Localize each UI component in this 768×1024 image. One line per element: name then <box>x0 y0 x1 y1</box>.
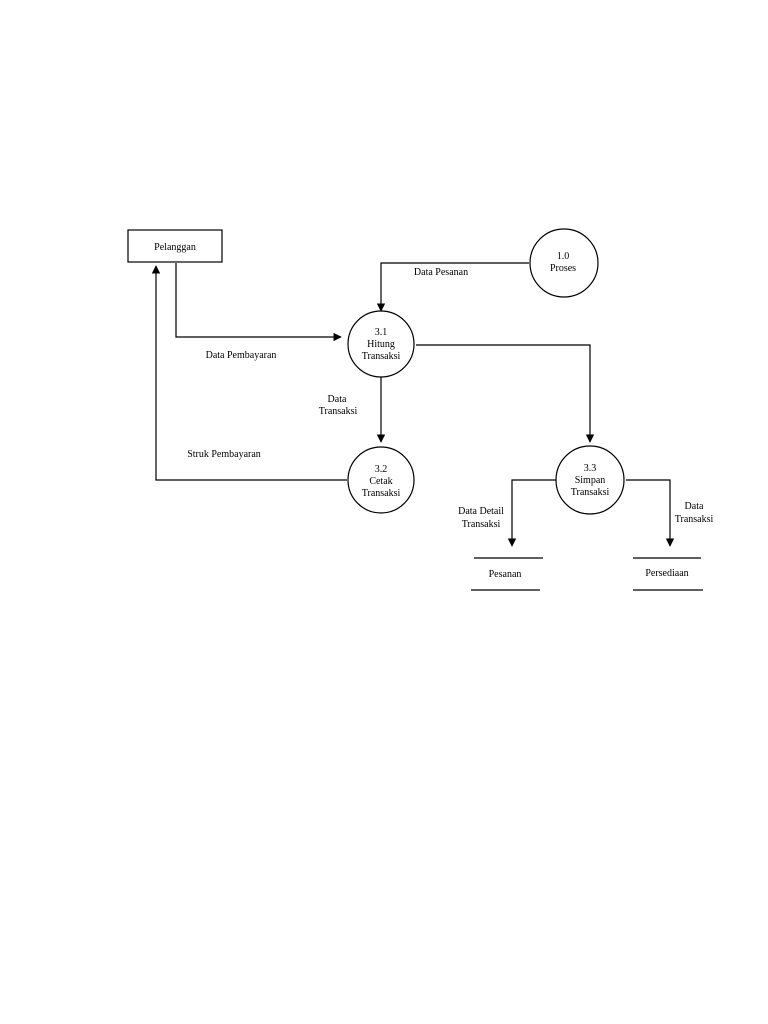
process-name: Cetak <box>369 476 392 487</box>
process-circle <box>347 446 415 514</box>
entity-pelanggan: Pelanggan <box>127 229 223 263</box>
flow-label-data-transaksi-persediaan: Transaksi <box>675 514 714 525</box>
process-circle <box>529 228 599 298</box>
flow-data-pesanan <box>376 262 529 312</box>
flow-label-data-transaksi-persediaan: Data <box>685 501 704 512</box>
process-name: Transaksi <box>362 488 401 499</box>
process-3-3: 3.3 Simpan Transaksi <box>555 445 625 515</box>
flow-data-detail-transaksi <box>507 479 557 547</box>
process-name: Transaksi <box>571 487 610 498</box>
process-name: Transaksi <box>362 351 401 362</box>
store-pesanan: Pesanan <box>471 557 543 591</box>
process-number: 3.1 <box>375 327 388 338</box>
process-3-2: 3.2 Cetak Transaksi <box>347 446 415 514</box>
store-label: Persediaan <box>645 568 688 579</box>
process-name: Proses <box>550 263 576 274</box>
entity-box <box>127 229 223 263</box>
flow-label-data-detail-transaksi: Transaksi <box>462 519 501 530</box>
flow-struk-pembayaran <box>151 265 347 481</box>
process-3-1: 3.1 Hitung Transaksi <box>347 310 415 378</box>
store-persediaan: Persediaan <box>633 557 703 591</box>
process-circle <box>347 310 415 378</box>
process-circle <box>555 445 625 515</box>
process-number: 1.0 <box>557 251 570 262</box>
process-1-0: 1.0 Proses <box>529 228 599 298</box>
flow-label-struk-pembayaran: Struk Pembayaran <box>187 449 261 460</box>
process-name: Simpan <box>575 475 606 486</box>
process-number: 3.2 <box>375 464 388 475</box>
flow-31-to-33 <box>416 344 595 443</box>
flow-data-pembayaran <box>175 263 342 342</box>
process-number: 3.3 <box>584 463 597 474</box>
process-name: Hitung <box>367 339 395 350</box>
flow-label-data-pesanan: Data Pesanan <box>414 267 468 278</box>
entity-label: Pelanggan <box>154 242 196 253</box>
flow-label-data-detail-transaksi: Data Detail <box>458 506 504 517</box>
flow-label-data-transaksi: Transaksi <box>319 406 358 417</box>
flow-label-data-transaksi: Data <box>328 394 347 405</box>
store-label: Pesanan <box>489 569 522 580</box>
flow-data-transaksi-33-to-persediaan <box>626 479 675 547</box>
flow-label-data-pembayaran: Data Pembayaran <box>206 350 277 361</box>
